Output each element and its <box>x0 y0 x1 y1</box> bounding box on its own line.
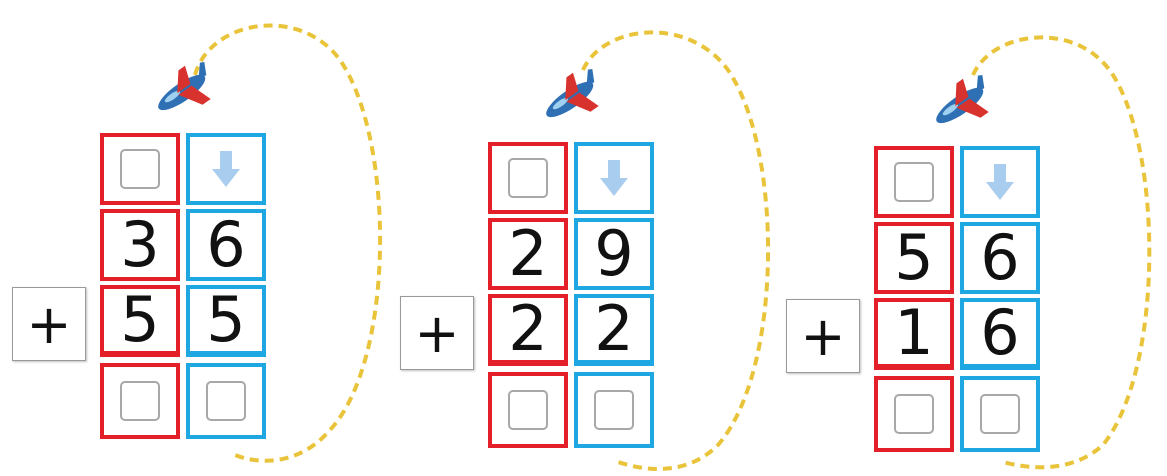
airplane-icon <box>528 62 608 132</box>
carry-cell-ones <box>574 142 654 214</box>
bottom-tens-digit: 2 <box>488 294 568 366</box>
bottom-tens-digit: 1 <box>874 298 954 370</box>
top-tens-digit: 5 <box>874 222 954 294</box>
answer-input-box[interactable] <box>980 394 1020 434</box>
answer-cell-ones[interactable] <box>186 363 266 439</box>
answer-cell-ones[interactable] <box>574 372 654 448</box>
carry-cell-tens[interactable] <box>488 142 568 214</box>
answer-input-box[interactable] <box>508 390 548 430</box>
airplane-icon <box>918 68 998 138</box>
answer-cell-tens[interactable] <box>874 376 954 452</box>
plus-operator: + <box>786 299 860 373</box>
answer-input-box[interactable] <box>894 394 934 434</box>
carry-cell-tens[interactable] <box>874 146 954 218</box>
answer-cell-tens[interactable] <box>488 372 568 448</box>
carry-cell-ones <box>186 133 266 205</box>
down-arrow-icon <box>598 158 630 198</box>
carry-input-box[interactable] <box>894 162 934 202</box>
answer-input-box[interactable] <box>206 381 246 421</box>
bottom-ones-digit: 6 <box>960 298 1040 370</box>
carry-cell-tens[interactable] <box>100 133 180 205</box>
plus-operator: + <box>400 296 474 370</box>
answer-cell-tens[interactable] <box>100 363 180 439</box>
answer-input-box[interactable] <box>594 390 634 430</box>
bottom-ones-digit: 2 <box>574 294 654 366</box>
carry-input-box[interactable] <box>120 149 160 189</box>
bottom-tens-digit: 5 <box>100 285 180 357</box>
carry-cell-ones <box>960 146 1040 218</box>
top-ones-digit: 6 <box>960 222 1040 294</box>
top-ones-digit: 9 <box>574 218 654 290</box>
answer-input-box[interactable] <box>120 381 160 421</box>
addition-problem-3: 5 6 1 6 + <box>778 0 1158 476</box>
down-arrow-icon <box>210 149 242 189</box>
down-arrow-icon <box>984 162 1016 202</box>
top-ones-digit: 6 <box>186 209 266 281</box>
bottom-ones-digit: 5 <box>186 285 266 357</box>
top-tens-digit: 3 <box>100 209 180 281</box>
carry-input-box[interactable] <box>508 158 548 198</box>
answer-cell-ones[interactable] <box>960 376 1040 452</box>
top-tens-digit: 2 <box>488 218 568 290</box>
addition-problem-1: 3 6 5 5 + <box>0 0 380 476</box>
plus-operator: + <box>12 287 86 361</box>
airplane-icon <box>140 55 220 125</box>
addition-problem-2: 2 9 2 2 + <box>388 0 768 476</box>
